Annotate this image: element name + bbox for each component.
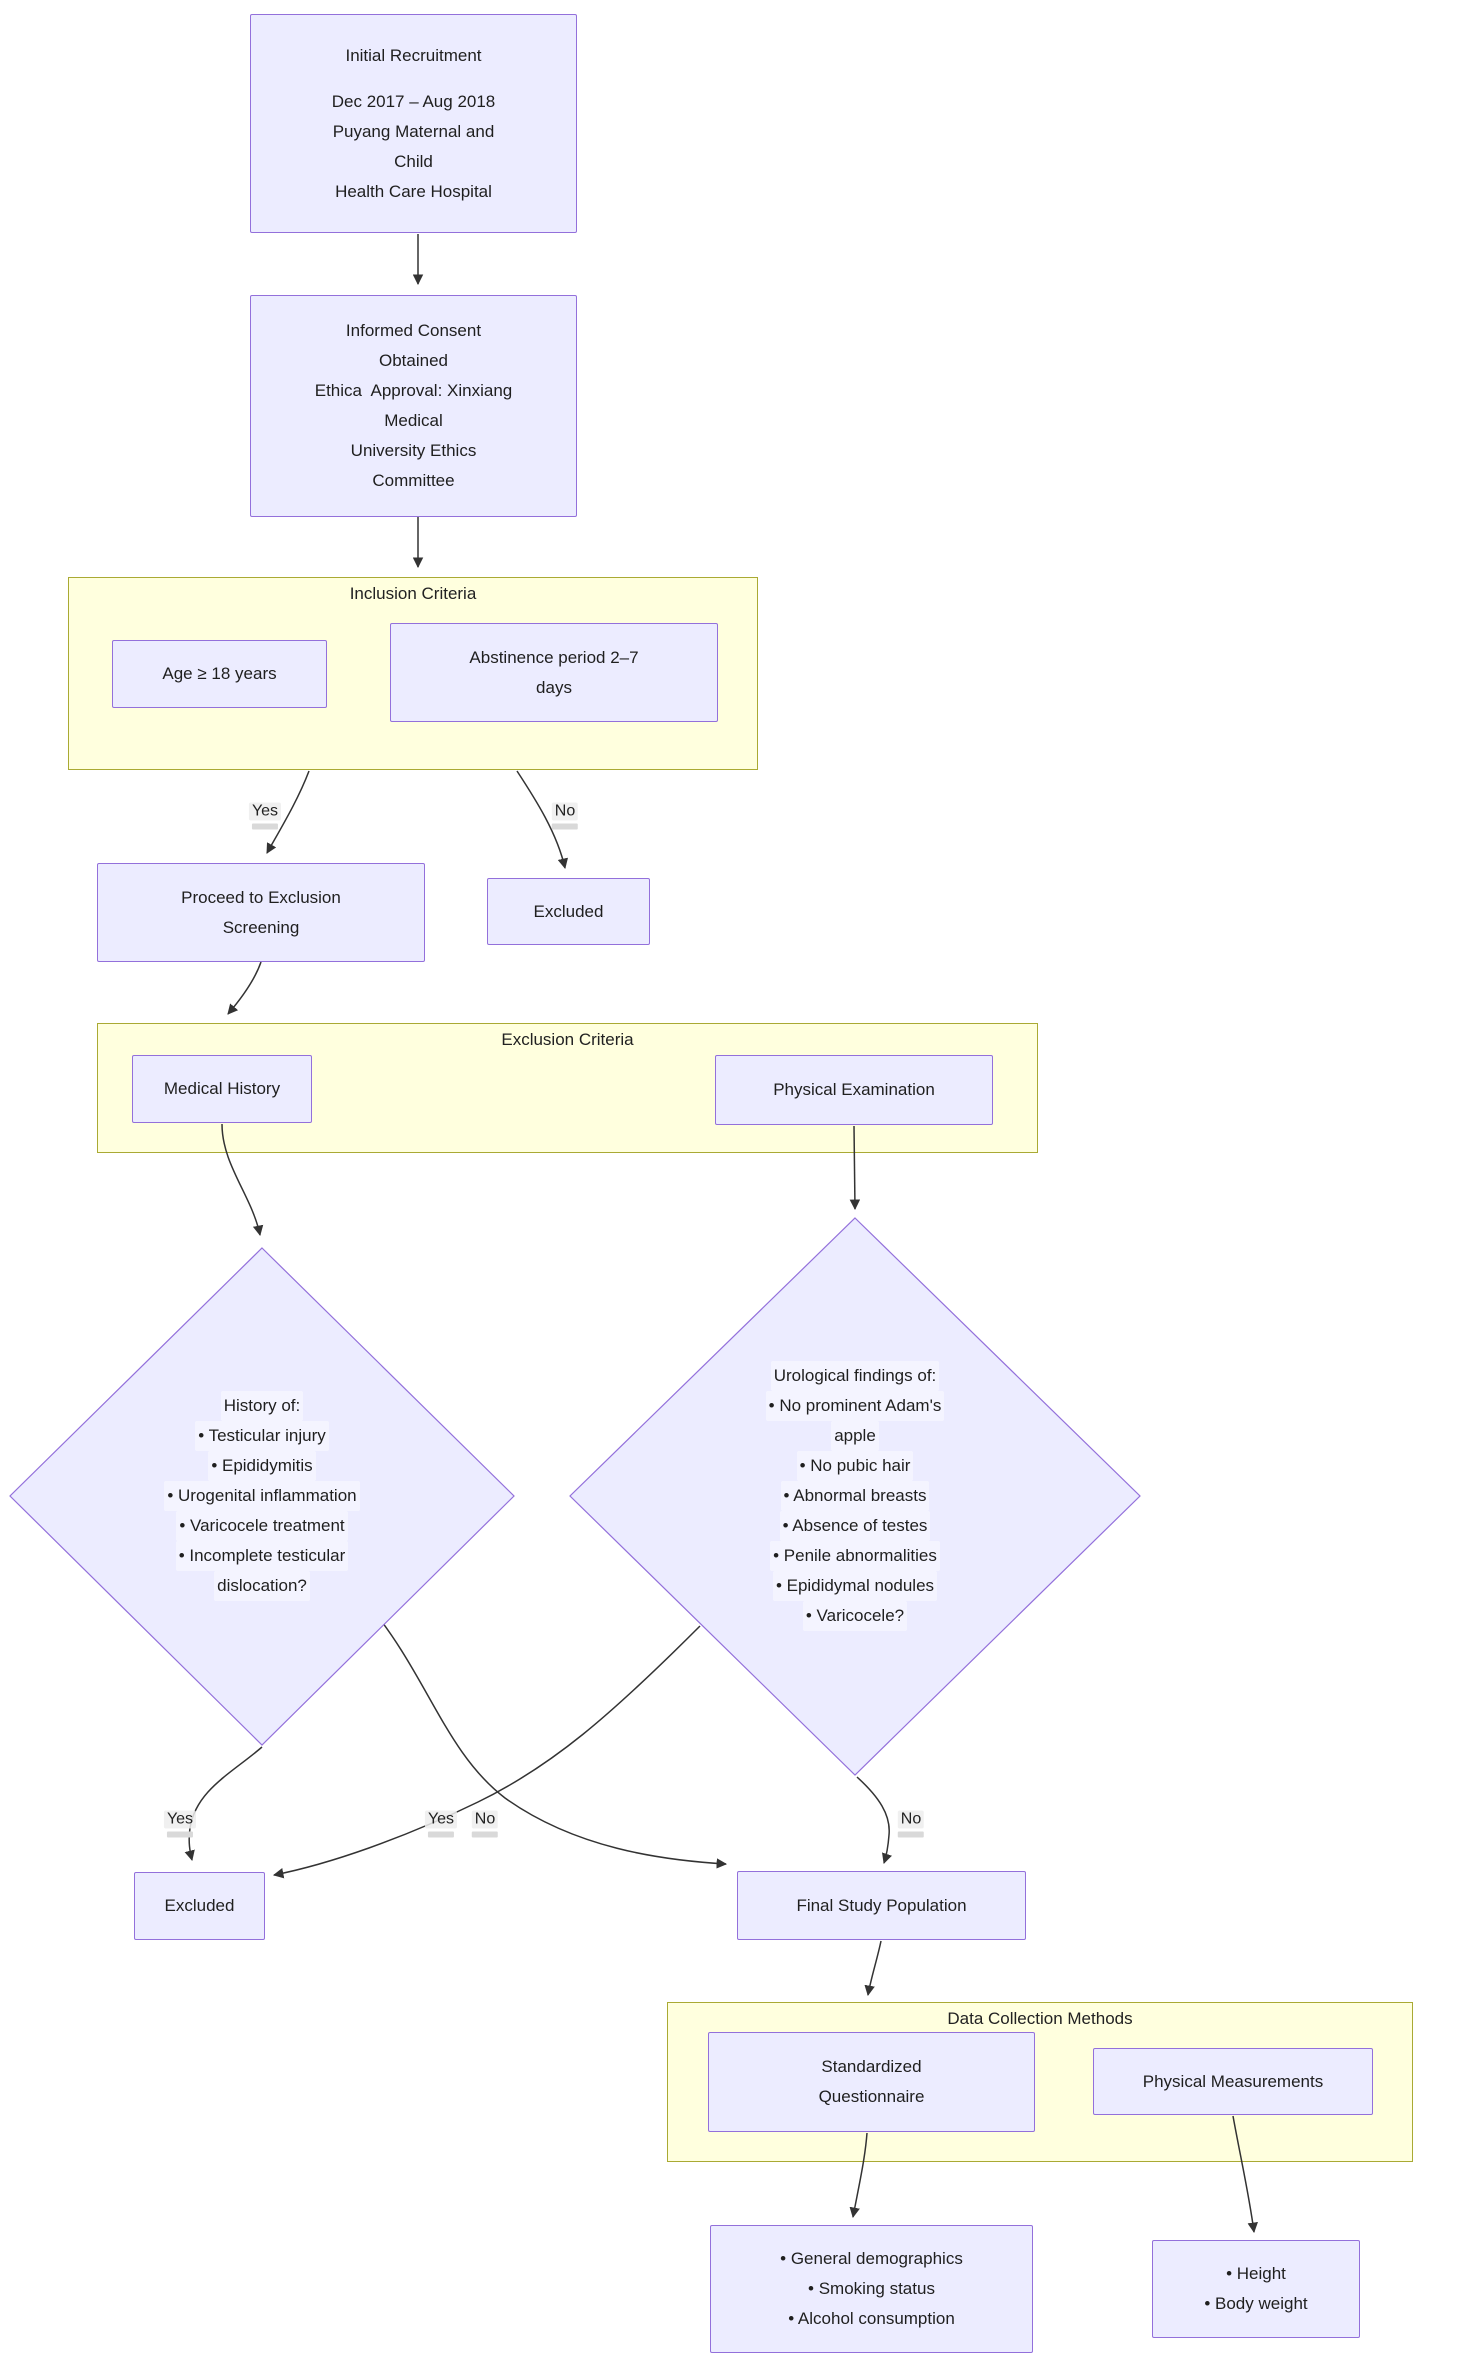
diamond-medical-history-criteria <box>9 1247 515 1746</box>
text-line: Abstinence period 2–7 <box>469 647 639 667</box>
text-line: Standardized <box>821 2057 922 2076</box>
edge-label-dash <box>551 823 578 830</box>
text-line: Informed Consent <box>345 321 482 340</box>
diamond-urological-findings <box>569 1217 1141 1776</box>
edge-inclusion-no-to-excluded <box>516 770 569 870</box>
edge-urological-yes-to-excluded <box>272 1625 701 1879</box>
edge-history-no-to-final <box>367 1603 728 1869</box>
edge-label-text: Yes <box>424 1810 458 1829</box>
text-line: Screening <box>222 917 300 937</box>
edge-label-text: No <box>551 802 579 821</box>
edge-measurements-to-height-weight <box>1232 2115 1258 2234</box>
edge-label-text: No <box>471 1810 499 1829</box>
text-line: • Body weight <box>1204 2294 1308 2313</box>
edge-history-yes-to-excluded <box>184 1746 263 1862</box>
edge-label-inclusion-yes: Yes <box>248 802 282 830</box>
text-line: Physical Measurements <box>1142 2071 1324 2091</box>
node-physical-examination: Physical Examination <box>715 1055 993 1125</box>
edge-label-dash <box>897 1831 924 1838</box>
text-line: University Ethics <box>350 441 477 460</box>
node-age-criterion: Age ≥ 18 years <box>112 640 327 708</box>
text-line: • Incomplete testicular <box>175 1541 349 1571</box>
text-line: Child <box>394 151 433 171</box>
text-line: • General demographics <box>780 2249 963 2268</box>
edge-label-text: No <box>897 1810 925 1829</box>
edge-physical-exam-to-diamond <box>849 1125 861 1211</box>
edge-label-dash <box>427 1831 454 1838</box>
text-line: • Testicular injury <box>195 1421 329 1451</box>
edge-label-dash <box>166 1831 193 1838</box>
cluster-title-inclusion: Inclusion Criteria <box>349 584 477 603</box>
text-line: Proceed to Exclusion <box>181 887 341 907</box>
node-final-study-population: Final Study Population <box>737 1871 1026 1940</box>
node-medical-history: Medical History <box>132 1055 312 1123</box>
edge-label-history-no: No <box>471 1810 499 1838</box>
edge-label-text: Yes <box>248 802 282 821</box>
text-line: Committee <box>372 471 455 490</box>
text-line: Urological findings of: <box>770 1361 940 1391</box>
cluster-title-exclusion: Exclusion Criteria <box>501 1030 634 1049</box>
text-line: Age ≥ 18 years <box>162 664 277 683</box>
cluster-title-data-collection: Data Collection Methods <box>947 2009 1133 2028</box>
text-line: • Abnormal breasts <box>780 1481 930 1511</box>
text-line: Medical History <box>163 1079 281 1098</box>
edge-label-text: Yes <box>163 1810 197 1829</box>
text-line: • Alcohol consumption <box>788 2309 955 2328</box>
text-line: History of: <box>220 1391 304 1421</box>
text-line: Physical Examination <box>773 1080 935 1099</box>
text-line: Medical <box>384 411 443 430</box>
edge-proceed-to-exclusion <box>227 961 262 1015</box>
text-line: Puyang Maternal and <box>332 121 495 141</box>
node-excluded-final: Excluded <box>134 1872 265 1940</box>
node-height-weight-list: • Height • Body weight <box>1152 2240 1360 2338</box>
edge-label-urological-yes: Yes <box>424 1810 458 1838</box>
edge-label-urological-no: No <box>897 1810 925 1838</box>
edge-label-dash <box>471 1831 498 1838</box>
text-line: Dec 2017 – Aug 2018 <box>331 91 496 111</box>
diamond-text-urological-findings: Urological findings of:• No prominent Ad… <box>635 1361 1075 1631</box>
text-line: Questionnaire <box>818 2087 925 2106</box>
text-line: Health Care Hospital <box>335 181 492 201</box>
edge-final-to-data-collection <box>864 1940 882 1997</box>
text-line: • Smoking status <box>808 2279 935 2298</box>
text-line: • No pubic hair <box>796 1451 914 1481</box>
text-line: Obtained <box>379 351 448 370</box>
text-line: • Absence of testes <box>779 1511 931 1541</box>
text-line: • Epididymitis <box>208 1451 316 1481</box>
edge-label-dash <box>251 823 278 830</box>
text-line: • Varicocele treatment <box>176 1511 348 1541</box>
edge-label-history-yes: Yes <box>163 1810 197 1838</box>
edge-label-inclusion-no: No <box>551 802 579 830</box>
text-line: Excluded <box>164 1896 235 1915</box>
edge-medical-history-to-diamond <box>221 1123 264 1237</box>
text-line: Initial Recruitment <box>345 45 482 65</box>
text-line: • Urogenital inflammation <box>164 1481 360 1511</box>
text-line: • Varicocele? <box>802 1601 908 1631</box>
diamond-text-medical-history: History of:• Testicular injury• Epididym… <box>52 1391 472 1601</box>
text-line: days <box>536 677 572 697</box>
text-line: Final Study Population <box>796 1895 967 1915</box>
text-line: • Height <box>1226 2264 1286 2283</box>
text-line: Excluded <box>533 901 604 921</box>
text-line: apple <box>831 1421 879 1451</box>
text-line: Ethica Approval: Xinxiang <box>314 381 513 400</box>
edge-urological-no-to-final <box>856 1776 892 1864</box>
node-physical-measurements: Physical Measurements <box>1093 2048 1373 2115</box>
node-excluded-inclusion: Excluded <box>487 878 650 945</box>
edge-questionnaire-to-demographics <box>849 2132 868 2219</box>
text-line: dislocation? <box>214 1571 310 1601</box>
text-line: • No prominent Adam's <box>765 1391 945 1421</box>
node-abstinence-criterion: Abstinence period 2–7 days <box>390 623 718 722</box>
node-demographics-list: • General demographics • Smoking status • … <box>710 2225 1033 2353</box>
edge-inclusion-yes-to-proceed <box>266 770 310 854</box>
text-line: • Penile abnormalities <box>770 1541 940 1571</box>
text-line: • Epididymal nodules <box>772 1571 938 1601</box>
